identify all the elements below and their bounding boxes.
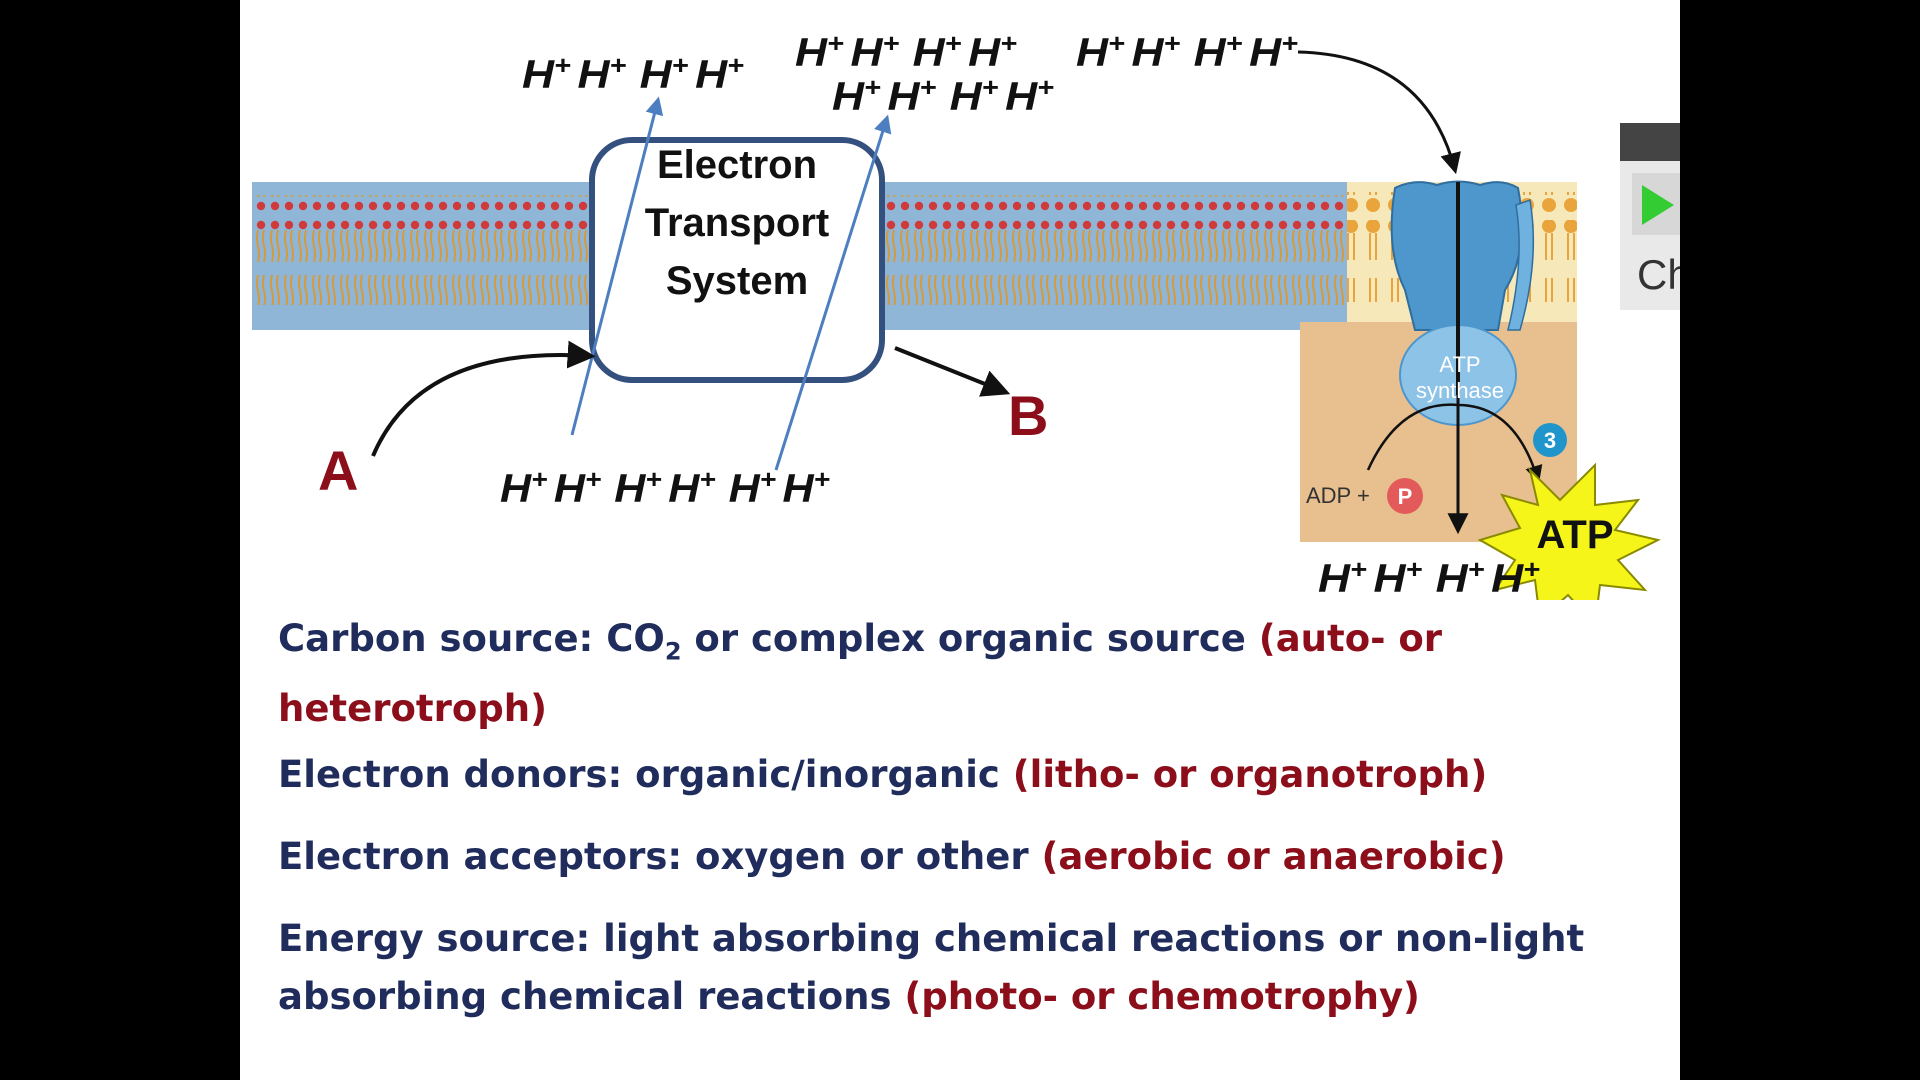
atp-burst: ATP xyxy=(1477,462,1661,600)
ets-label-2: Transport xyxy=(645,201,829,245)
energy-source-main: Energy source: light absorbing chemical … xyxy=(278,917,1585,1018)
proton-group-top-mid-1: H+H+H+H+ xyxy=(795,28,1017,75)
ets-label-1: Electron xyxy=(657,143,817,187)
proton-group-top-left: H+H+H+H+ xyxy=(522,50,744,97)
arrow-to-synthase xyxy=(1297,50,1461,175)
electron-transport-system: Electron Transport System xyxy=(589,137,885,383)
proton-group-bottom: H+H+H+H+H+H+ xyxy=(500,464,830,511)
adp-text: ADP + xyxy=(1306,483,1370,508)
label-a: A xyxy=(318,439,358,502)
electron-acceptors-line: Electron acceptors: oxygen or other (aer… xyxy=(278,828,1608,886)
cell-membrane xyxy=(252,182,1577,542)
phosphate-badge: P xyxy=(1387,478,1423,514)
electron-acceptors-main: Electron acceptors: oxygen or other xyxy=(278,835,1042,878)
label-b: B xyxy=(1008,384,1048,447)
energy-source-line: Energy source: light absorbing chemical … xyxy=(278,910,1608,1026)
carbon-source-main-2: or complex organic source xyxy=(681,617,1259,660)
electron-acceptors-paren: (aerobic or anaerobic) xyxy=(1041,835,1506,878)
carbon-source-line: Carbon source: CO2 or complex organic so… xyxy=(278,610,1608,738)
proton-group-top-right: H+H+H+H+ xyxy=(1076,28,1298,75)
electron-donors-paren: (litho- or organotroph) xyxy=(1012,753,1488,796)
carbon-source-paren: (auto- or heterotroph) xyxy=(278,617,1443,731)
player-header xyxy=(1620,123,1680,161)
proton-group-bottom-right: H+H+H+H+ xyxy=(1318,554,1540,600)
proton-group-top-mid-2: H+H+H+H+ xyxy=(832,72,1054,119)
slide: ATP synthase 3 ADP + P ATP Electron Tran… xyxy=(240,0,1680,1080)
atp-synthase-label-1: ATP xyxy=(1439,352,1480,377)
media-player-panel: Ch xyxy=(1620,123,1680,310)
arrow-b-out xyxy=(894,346,1011,397)
energy-source-paren: (photo- or chemotrophy) xyxy=(904,975,1420,1018)
membrane-diagram: ATP synthase 3 ADP + P ATP Electron Tran… xyxy=(252,28,1661,600)
play-button[interactable] xyxy=(1632,173,1680,235)
arrow-a-in xyxy=(371,340,596,457)
atp-synthase xyxy=(1366,180,1543,535)
phosphate-label: P xyxy=(1398,484,1413,509)
atp-burst-label: ATP xyxy=(1536,513,1613,557)
ets-label-3: System xyxy=(666,259,808,303)
proton-pump-arrow-2 xyxy=(774,114,892,471)
electron-donors-line: Electron donors: organic/inorganic (lith… xyxy=(278,746,1608,804)
play-icon xyxy=(1642,185,1674,225)
proton-pump-arrow-1 xyxy=(570,96,664,436)
electron-donors-main: Electron donors: organic/inorganic xyxy=(278,753,1013,796)
carbon-source-main: Carbon source: CO xyxy=(278,617,665,660)
player-label: Ch xyxy=(1637,251,1680,298)
step-number: 3 xyxy=(1544,428,1556,453)
atp-synthase-label-2: synthase xyxy=(1416,378,1504,403)
carbon-source-sub: 2 xyxy=(664,637,682,666)
step-badge: 3 xyxy=(1533,423,1567,457)
